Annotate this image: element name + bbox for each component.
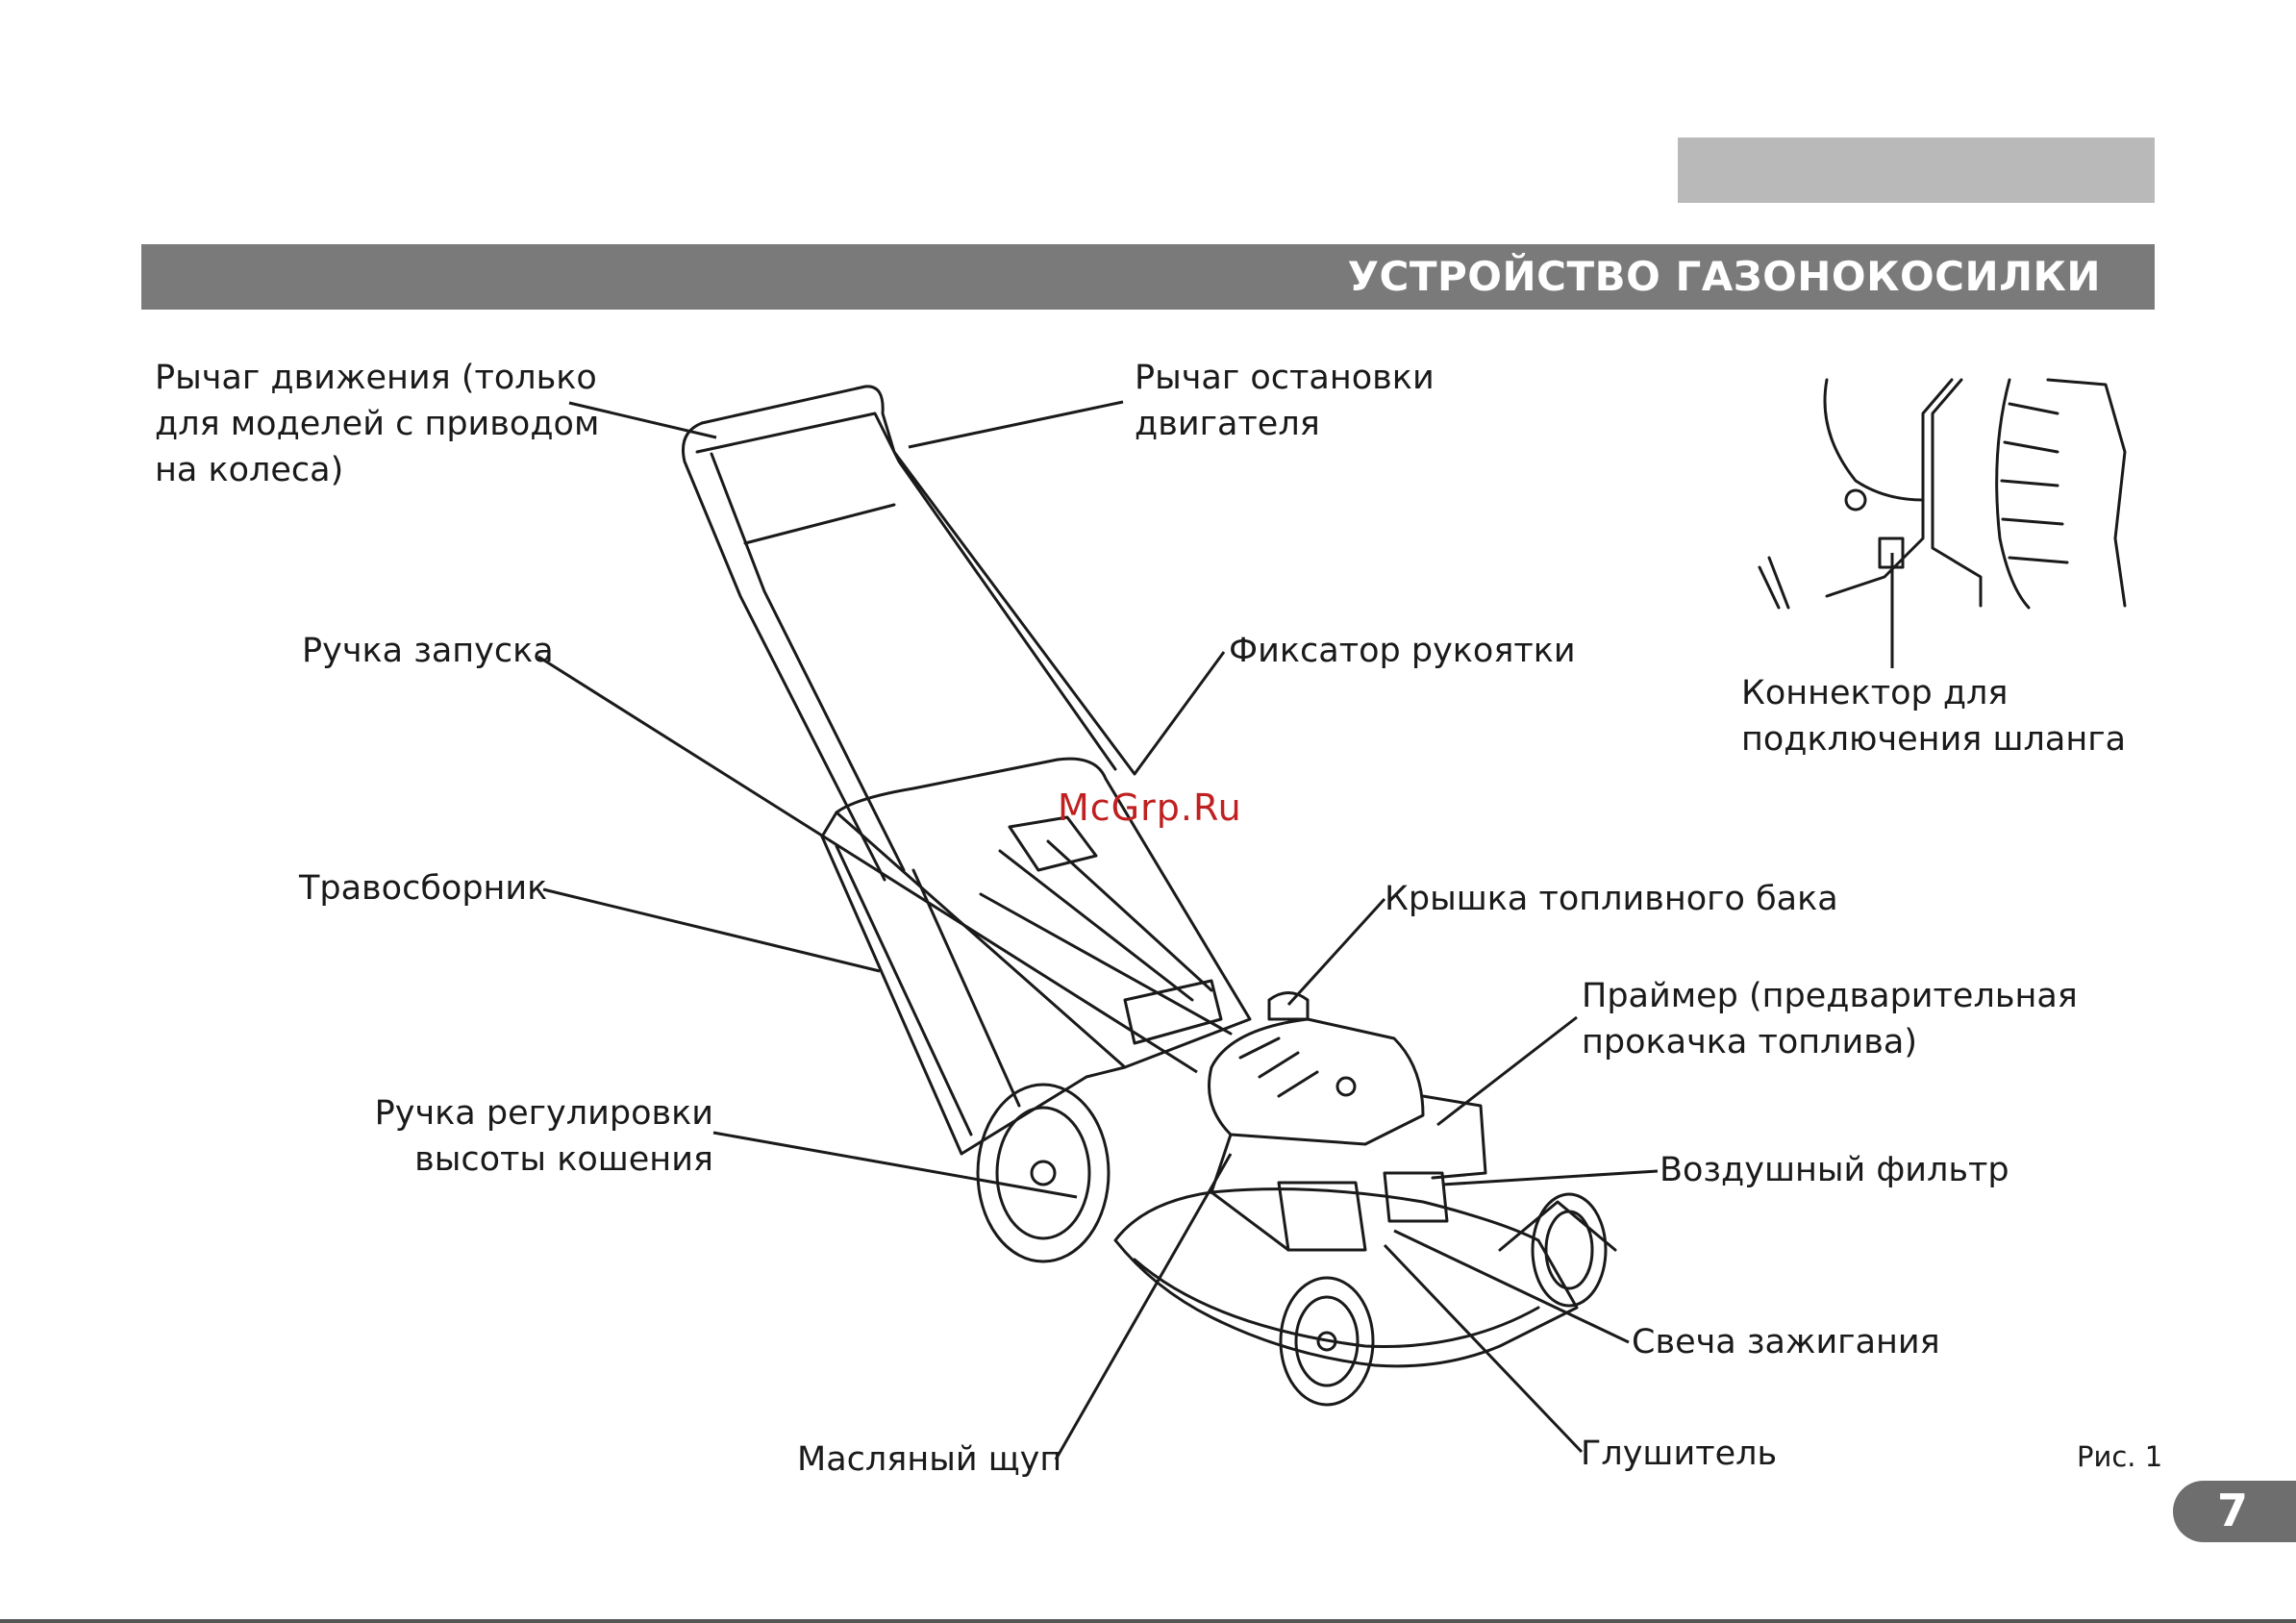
section-title-bar: УСТРОЙСТВО ГАЗОНОКОСИЛКИ: [141, 244, 2155, 310]
header-tab-box: [1678, 137, 2155, 203]
label-height-adjust: Ручка регулировки высоты кошения: [374, 1094, 713, 1179]
grass-catcher-drawing: [820, 757, 1252, 1156]
page-number-badge: 7: [2173, 1481, 2296, 1542]
label-fuel-cap: Крышка топливного бака: [1385, 880, 1838, 918]
label-primer: Праймер (предварительная прокачка топлив…: [1582, 977, 2078, 1061]
label-grass-catcher: Травосборник: [299, 869, 548, 908]
handle-drawing: [682, 385, 1136, 882]
label-air-filter: Воздушный фильтр: [1660, 1151, 2009, 1189]
engine-drawing: [1208, 991, 1487, 1252]
figure-label: Рис. 1: [2077, 1440, 2163, 1473]
watermark: McGrp.Ru: [1058, 787, 1242, 829]
label-hose-connector: Коннектор для подключения шланга: [1741, 674, 2127, 759]
section-title: УСТРОЙСТВО ГАЗОНОКОСИЛКИ: [1347, 253, 2101, 300]
wheels-drawing: [976, 1083, 1608, 1407]
label-handle-lock: Фиксатор рукоятки: [1229, 632, 1576, 670]
label-drive-lever: Рычаг движения (только для моделей с при…: [155, 359, 600, 489]
label-starter-handle: Ручка запуска: [302, 632, 554, 670]
label-engine-stop-lever: Рычаг остановки двигателя: [1135, 359, 1435, 443]
label-spark-plug: Свеча зажигания: [1632, 1323, 1940, 1361]
hose-connector-inset: [1758, 378, 2127, 610]
leader-lines: [537, 400, 1894, 1461]
page-number: 7: [2217, 1485, 2249, 1536]
label-muffler: Глушитель: [1581, 1435, 1778, 1473]
bottom-divider: [0, 1619, 2296, 1623]
label-oil-dipstick: Масляный щуп: [797, 1440, 1062, 1479]
